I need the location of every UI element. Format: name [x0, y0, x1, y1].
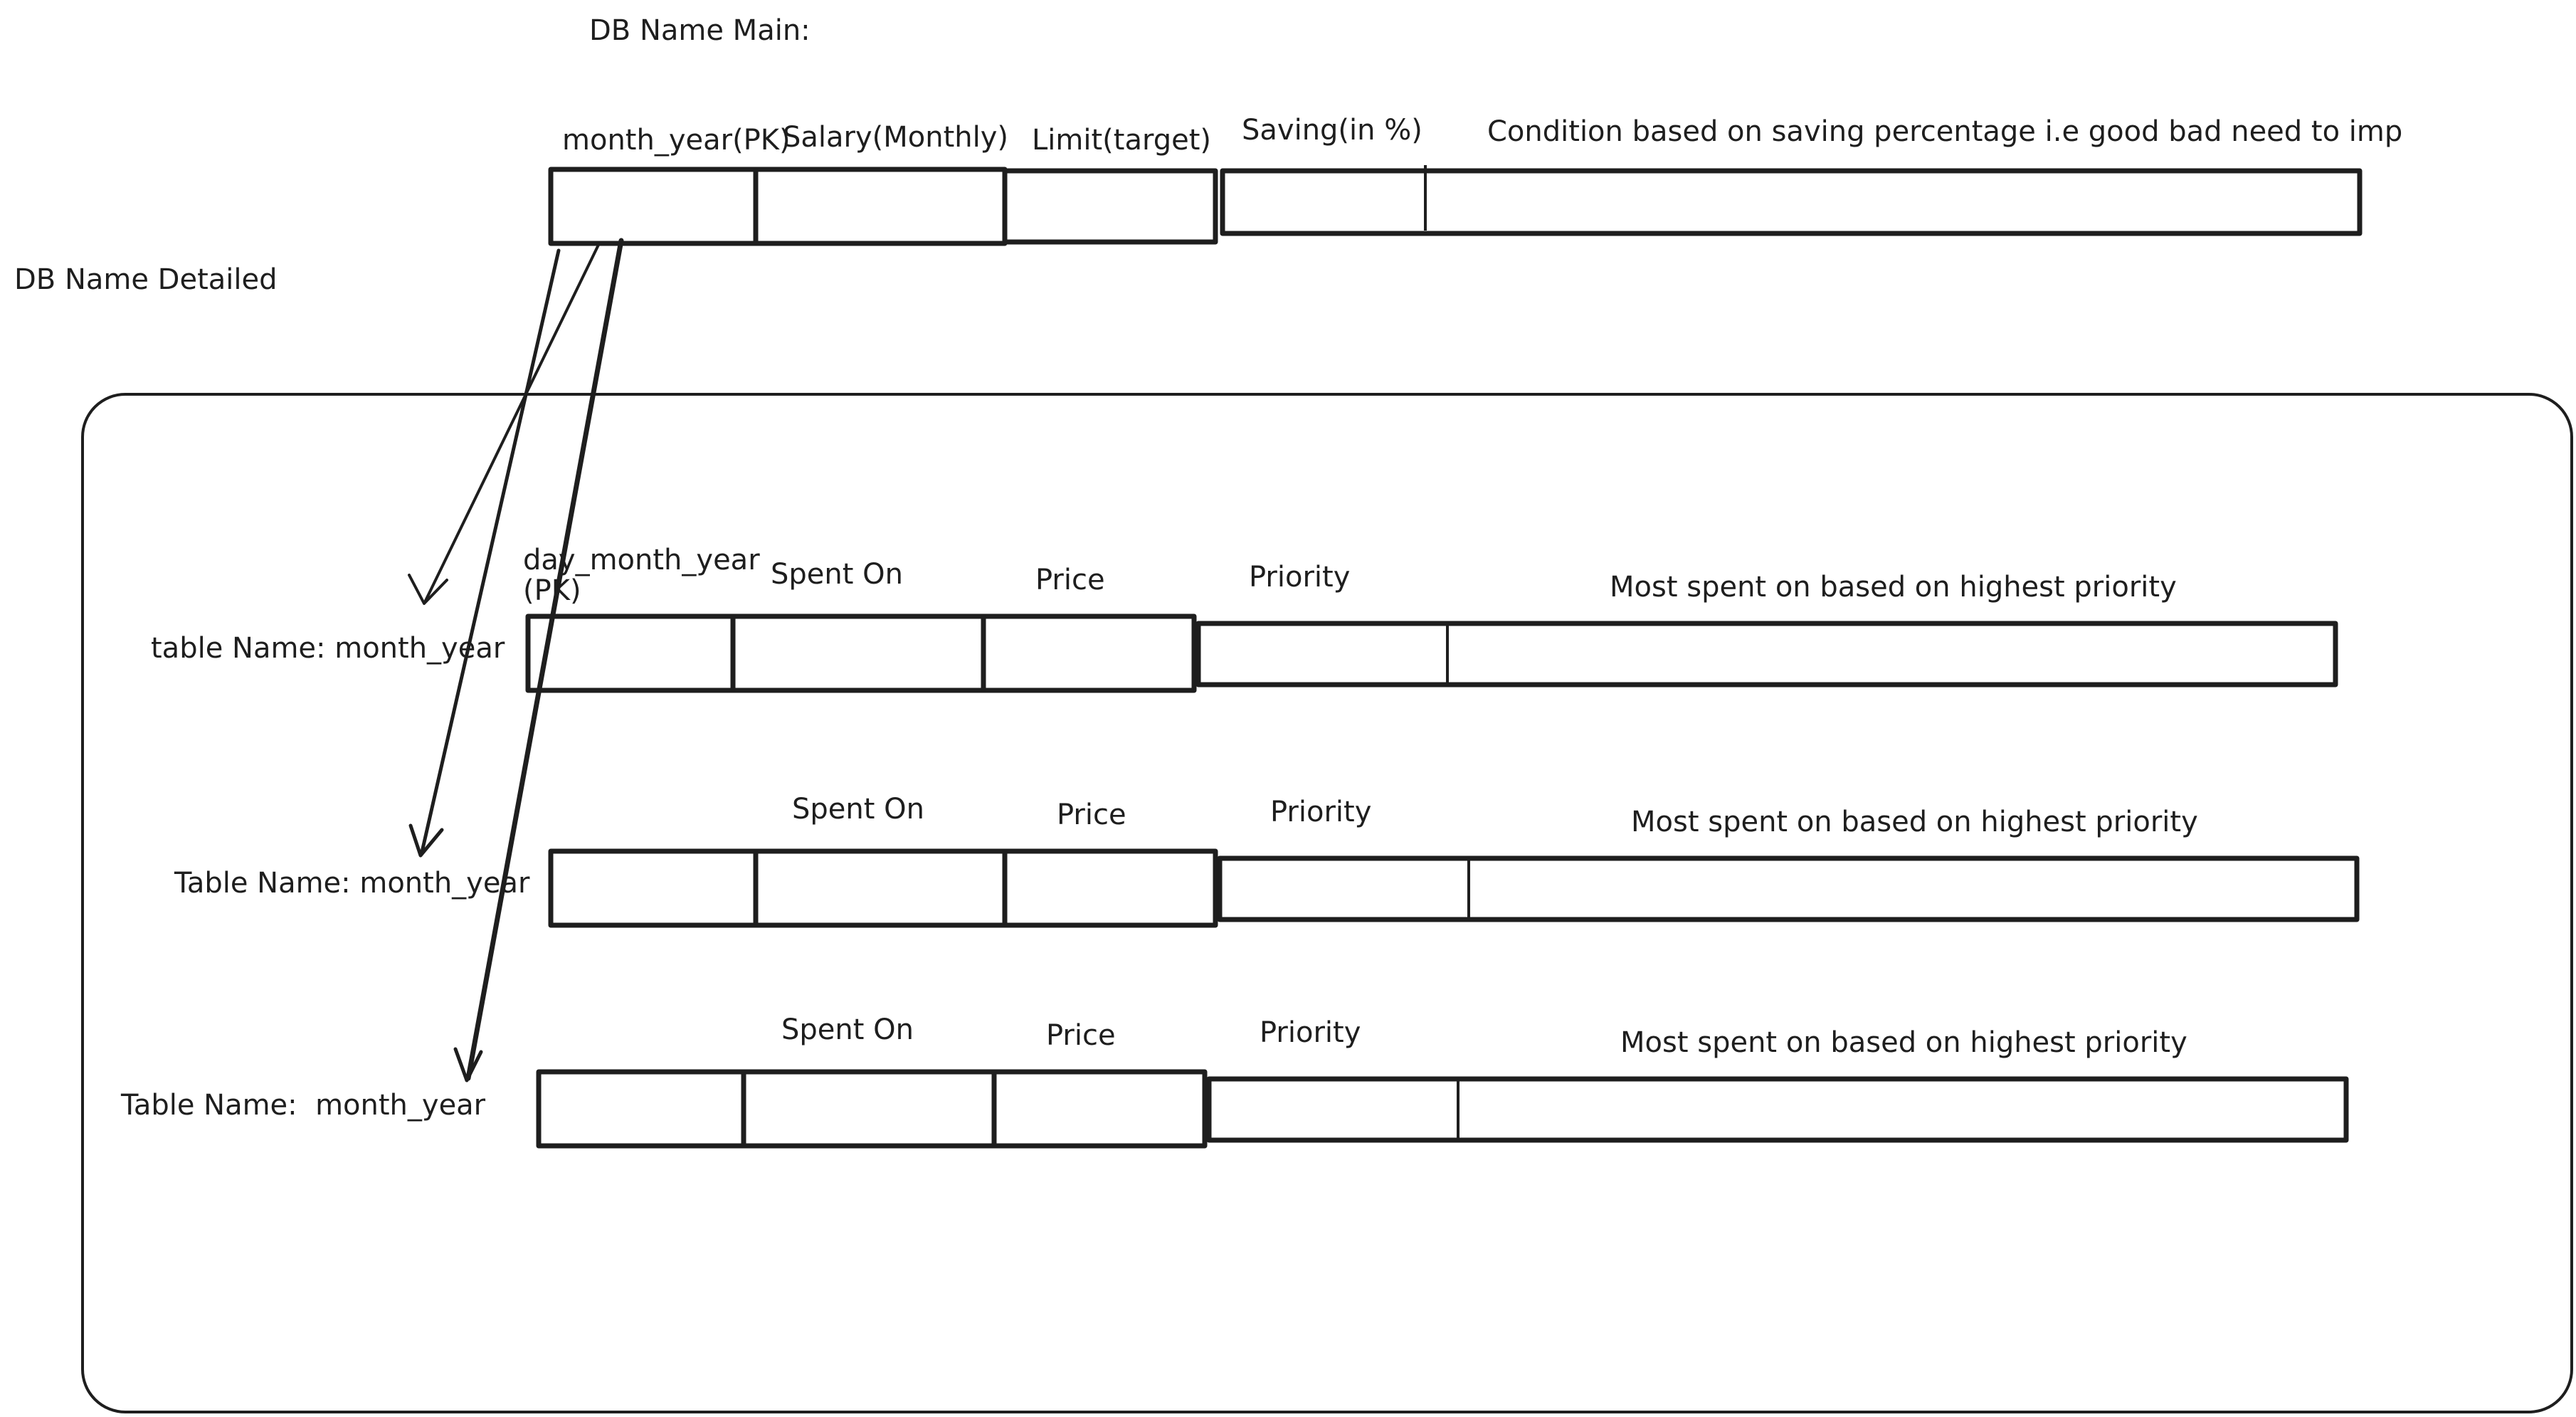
table-1-col-header-5: Most spent on based on highest priority: [1610, 571, 2177, 604]
detailed-table-2: Table Name: month_year Spent On Price Pr…: [174, 793, 2360, 928]
arrow-to-table-3: [465, 238, 624, 1081]
table-1-cell-4-5: [1195, 621, 2338, 688]
table-3-cell-3: [991, 1069, 1208, 1149]
table-1-col-header-3: Price: [1035, 564, 1105, 596]
arrow-to-table-2-head: [408, 823, 444, 858]
table-2-cell-4-5: [1217, 855, 2360, 922]
table-3-col-header-4: Priority: [1260, 1016, 1361, 1049]
main-db-table: month_year(PK) Salary(Monthly) Limit(tar…: [548, 114, 2402, 246]
arrow-to-table-1: [424, 242, 601, 602]
main-col-header-4: Saving(in %): [1242, 114, 1422, 147]
detailed-table-3: Table Name: month_year Spent On Price Pr…: [120, 1013, 2349, 1149]
main-cell-1: [548, 167, 759, 246]
main-col-header-5: Condition based on saving percentage i.e…: [1487, 115, 2402, 148]
table-3-col-header-5: Most spent on based on highest priority: [1620, 1026, 2187, 1059]
arrow-to-table-2: [420, 248, 561, 854]
detailed-db-container: [81, 393, 2573, 1413]
table-3-cell-2: [741, 1069, 997, 1149]
table-2-cell-3: [1002, 848, 1218, 928]
table-1-cell-3: [981, 613, 1197, 693]
table-2-cell-1: [548, 848, 759, 928]
table-3-name: Table Name: month_year: [120, 1089, 486, 1122]
table-3-cell-4-5: [1206, 1076, 2349, 1143]
main-cell-4-5: [1220, 168, 2363, 236]
detailed-db-title: DB Name Detailed: [14, 263, 278, 296]
table-1-cell-2: [730, 613, 986, 693]
detailed-table-1: table Name: month_year day_month_year (P…: [151, 544, 2338, 693]
table-1-col-header-4: Priority: [1249, 561, 1350, 594]
table-2-col-header-5: Most spent on based on highest priority: [1631, 806, 2198, 838]
main-db-title: DB Name Main:: [589, 14, 811, 47]
table-2-col-header-3: Price: [1057, 799, 1126, 831]
table-2-col-header-2: Spent On: [792, 793, 924, 826]
main-cell-2: [753, 167, 1008, 246]
table-1-cell-1: [525, 613, 736, 693]
relationship-arrows: [408, 238, 624, 1082]
arrow-to-table-3-head: [453, 1047, 483, 1082]
table-2-cell-2: [753, 848, 1008, 928]
main-col-header-1: month_year(PK): [562, 124, 791, 157]
main-col-header-2: Salary(Monthly): [783, 121, 1008, 154]
table-1-name: table Name: month_year: [151, 632, 505, 665]
table-1-col-header-1-pk: (PK): [523, 574, 581, 607]
main-cell-3: [1002, 168, 1218, 245]
arrow-to-table-1-head: [408, 574, 448, 605]
table-3-col-header-3: Price: [1046, 1019, 1116, 1052]
main-col-header-3: Limit(target): [1032, 124, 1211, 157]
table-1-col-header-2: Spent On: [771, 558, 903, 591]
table-3-col-header-2: Spent On: [781, 1013, 914, 1046]
table-2-col-header-4: Priority: [1270, 796, 1371, 828]
table-3-cell-1: [536, 1069, 746, 1149]
table-2-name: Table Name: month_year: [174, 867, 530, 900]
